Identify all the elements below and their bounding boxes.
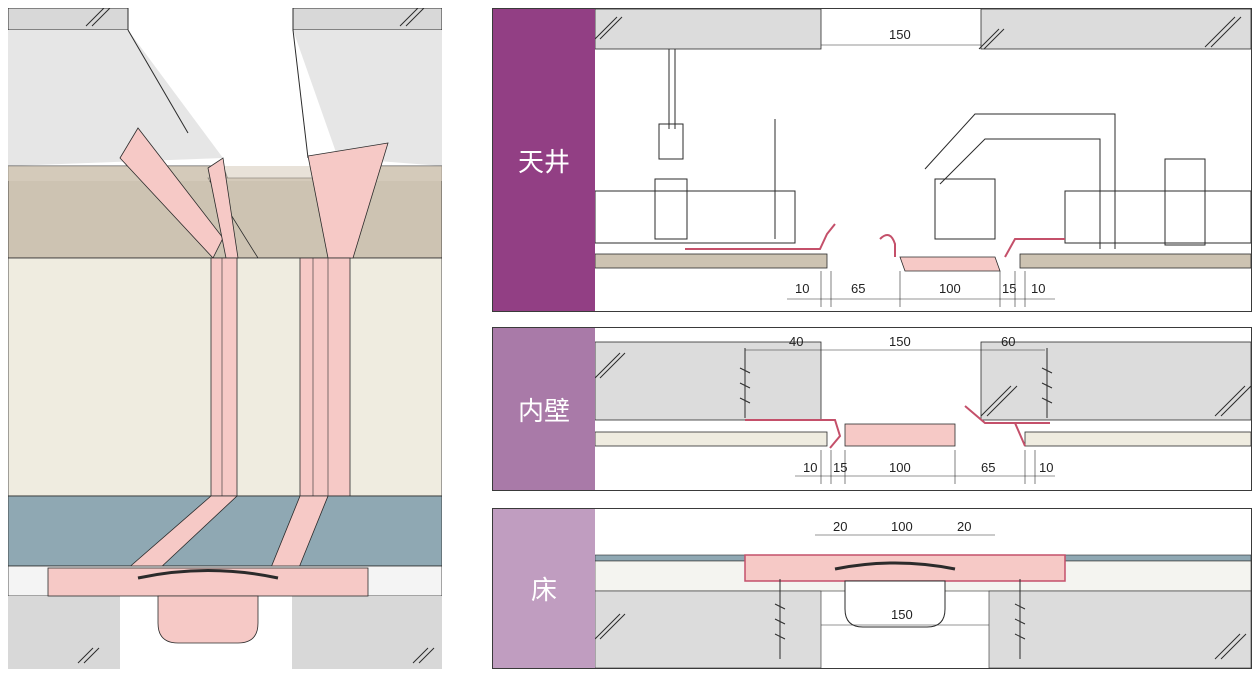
- wall-dim-10a: 10: [803, 460, 817, 475]
- floor-dim-150: 150: [891, 607, 913, 622]
- ceiling-section-panel: 天井 150: [492, 8, 1252, 312]
- wall-dim-150: 150: [889, 334, 911, 349]
- wall-label-tab: 内壁: [493, 328, 595, 490]
- floor-dim-20a: 20: [833, 519, 847, 534]
- ceiling-dim-top: 150: [889, 27, 911, 42]
- ceiling-dim-10a: 10: [795, 281, 809, 296]
- wall-dim-100: 100: [889, 460, 911, 475]
- wall-dim-40: 40: [789, 334, 803, 349]
- ceiling-label: 天井: [517, 147, 570, 178]
- ceiling-label-tab: 天井: [493, 9, 595, 311]
- ceiling-dim-10b: 10: [1031, 281, 1045, 296]
- ceiling-dim-65: 65: [851, 281, 865, 296]
- ceiling-dim-100: 100: [939, 281, 961, 296]
- floor-label: 床: [530, 576, 557, 606]
- perspective-illustration: [8, 8, 442, 669]
- floor-label-tab: 床: [493, 509, 595, 668]
- perspective-svg: [8, 8, 442, 669]
- ceiling-section-drawing: 150 1: [595, 9, 1251, 307]
- floor-section-panel: 床 20 100 20 150: [492, 508, 1252, 669]
- wall-dim-10b: 10: [1039, 460, 1053, 475]
- floor-dim-20b: 20: [957, 519, 971, 534]
- wall-section-panel: 内壁 40 150 60: [492, 327, 1252, 491]
- wall-dim-65: 65: [981, 460, 995, 475]
- wall-dim-15: 15: [833, 460, 847, 475]
- floor-section-drawing: 20 100 20 150: [595, 519, 1251, 668]
- wall-dim-60: 60: [1001, 334, 1015, 349]
- wall-section-drawing: 40 150 60 10 15 100 65 10: [595, 334, 1251, 484]
- wall-label: 内壁: [517, 396, 570, 427]
- floor-dim-100: 100: [891, 519, 913, 534]
- ceiling-dim-15: 15: [1002, 281, 1016, 296]
